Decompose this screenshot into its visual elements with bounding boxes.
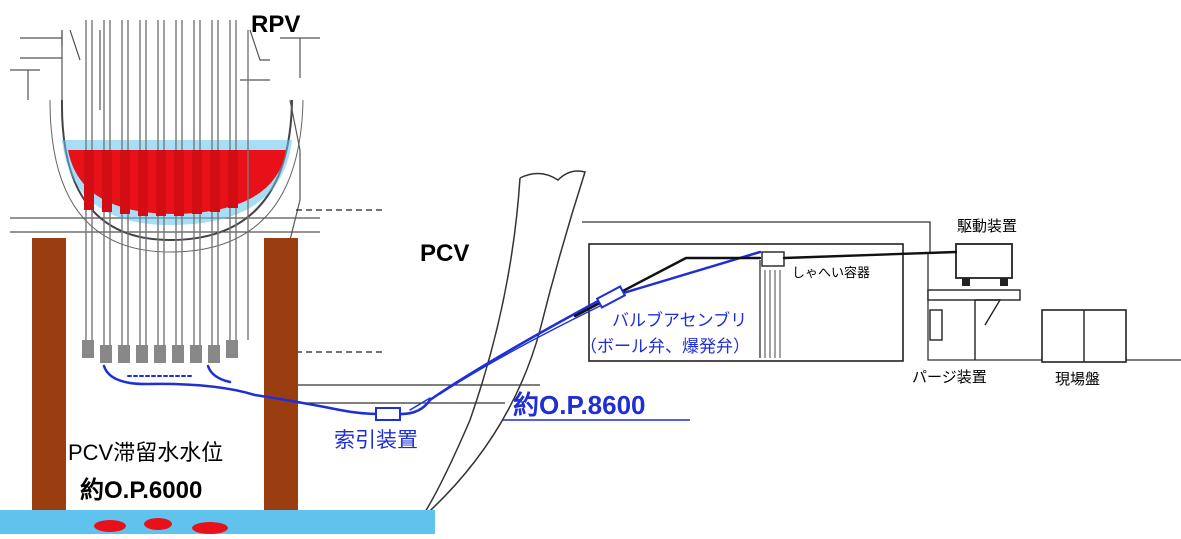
pcv-water-level-label: PCV滞留水水位	[68, 440, 224, 465]
purge-unit-box	[929, 309, 943, 341]
op-8600-label: 約O.P.8600	[513, 390, 646, 420]
molten-tube-segments	[84, 150, 238, 216]
crd-housings	[82, 340, 238, 363]
drive-unit-table	[927, 289, 1021, 301]
valve-assembly-label-line2: （ボール弁、爆発弁）	[580, 337, 750, 356]
drive-unit-label: 駆動装置	[957, 218, 1018, 235]
pcv-wall-inner	[419, 177, 521, 521]
traction-unit-label: 索引装置	[334, 429, 418, 452]
valve-assembly-label-line1: バルブアセンブリ	[612, 311, 748, 330]
op-6000-label: 約O.P.6000	[80, 477, 203, 504]
rpv-label: RPV	[251, 11, 301, 38]
shield-container-enclosure	[588, 243, 904, 362]
reference-dashed-lines	[296, 209, 385, 353]
drive-unit-box	[955, 243, 1013, 279]
purge-unit-label: パージ装置	[912, 369, 987, 386]
pcv-label: PCV	[420, 240, 470, 267]
cable-routes	[102, 250, 958, 416]
shield-container-label: しゃへい容器	[792, 265, 871, 280]
pcv-wall-outer	[419, 170, 586, 521]
traction-unit-marker	[375, 407, 401, 421]
floor-debris	[94, 518, 228, 534]
local-panel-label: 現場盤	[1055, 371, 1101, 388]
valve-assembly-marker	[595, 285, 627, 309]
pedestal-left	[32, 238, 66, 534]
shield-cylinder	[764, 270, 781, 358]
pedestal-right	[264, 238, 298, 534]
shield-container-head	[761, 251, 785, 267]
